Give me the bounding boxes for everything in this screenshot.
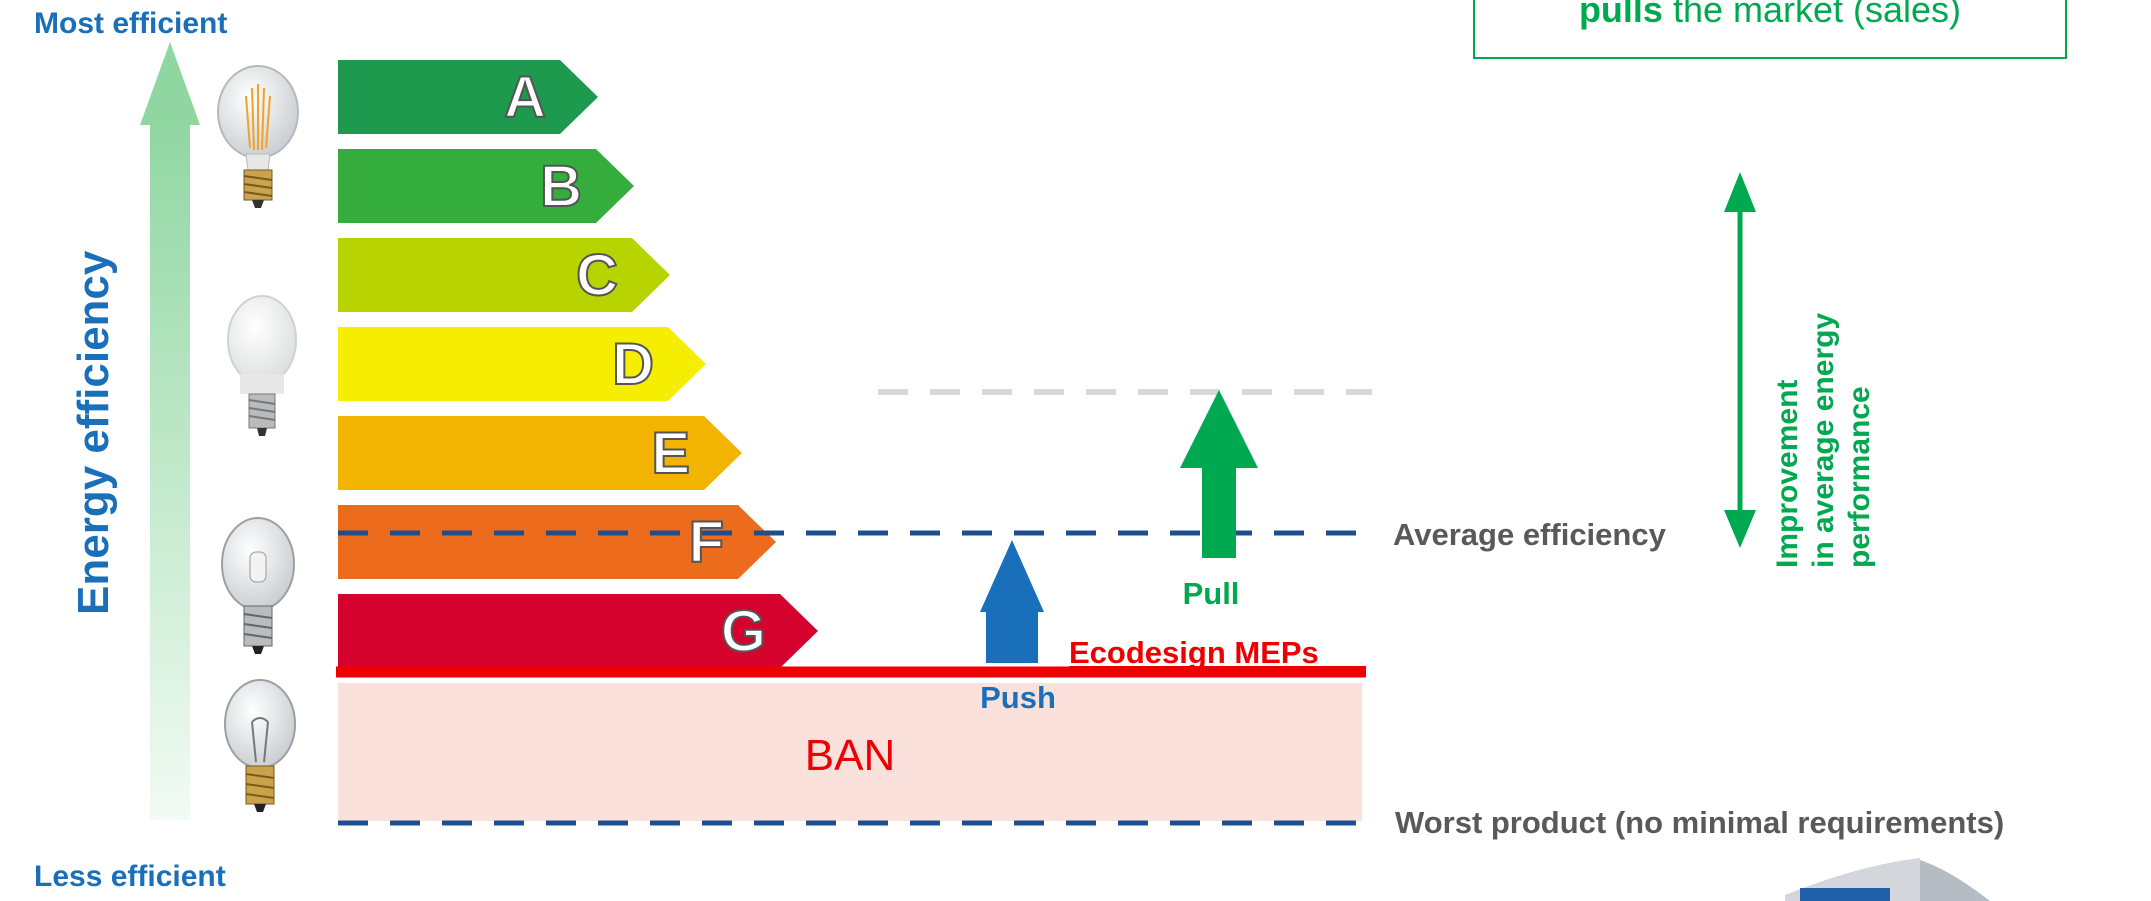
energy-class-g-letter: G (721, 599, 766, 664)
efficiency-axis-arrow (140, 42, 200, 820)
ban-label: BAN (805, 731, 895, 780)
energy-class-d-letter: D (612, 332, 654, 397)
callout-rest-text: the market (sales) (1663, 0, 1961, 30)
energy-class-g-arrow (338, 594, 818, 668)
push-arrow (980, 540, 1044, 663)
incandescent-bulb-icon (224, 679, 296, 812)
energy-class-a-letter: A (504, 65, 546, 130)
energy-class-a-arrow (338, 60, 598, 134)
organisation-logo-fragment (1785, 858, 1990, 901)
worst-product-label: Worst product (no minimal requirements) (1395, 805, 2004, 840)
callout-bold-text: pulls (1579, 0, 1663, 30)
energy-class-c-arrow (338, 238, 670, 312)
ban-zone (338, 683, 1362, 821)
less-efficient-label: Less efficient (34, 860, 226, 893)
market-callout-box: pulls the market (sales) (1473, 0, 2067, 59)
push-label: Push (980, 680, 1056, 715)
energy-class-c-letter: C (576, 243, 618, 308)
svg-text:pulls the market (sales): pulls the market (sales) (1579, 0, 1961, 30)
energy-efficiency-axis-label: Energy efficiency (69, 250, 118, 615)
improvement-label-line-1: Improvement (1771, 380, 1804, 568)
energy-class-b-letter: B (540, 154, 582, 219)
halogen-bulb-icon (221, 517, 295, 654)
improvement-label-line-2: in average energy (1807, 313, 1840, 568)
most-efficient-label: Most efficient (34, 7, 228, 40)
energy-class-d-arrow (338, 327, 706, 401)
energy-class-e-letter: E (651, 421, 690, 486)
energy-class-f-arrow (338, 505, 776, 579)
average-efficiency-label: Average efficiency (1393, 517, 1667, 552)
improvement-label-line-3: performance (1843, 386, 1876, 568)
energy-class-f-letter: F (689, 510, 724, 575)
pull-arrow (1180, 390, 1258, 558)
pull-label: Pull (1183, 576, 1240, 611)
energy-class-e-arrow (338, 416, 742, 490)
improvement-double-arrow (1724, 172, 1756, 548)
filament-led-bulb-icon (217, 65, 299, 208)
frosted-led-bulb-icon (227, 295, 297, 436)
energy-class-b-arrow (338, 149, 634, 223)
ecodesign-meps-label: Ecodesign MEPs (1069, 635, 1319, 670)
